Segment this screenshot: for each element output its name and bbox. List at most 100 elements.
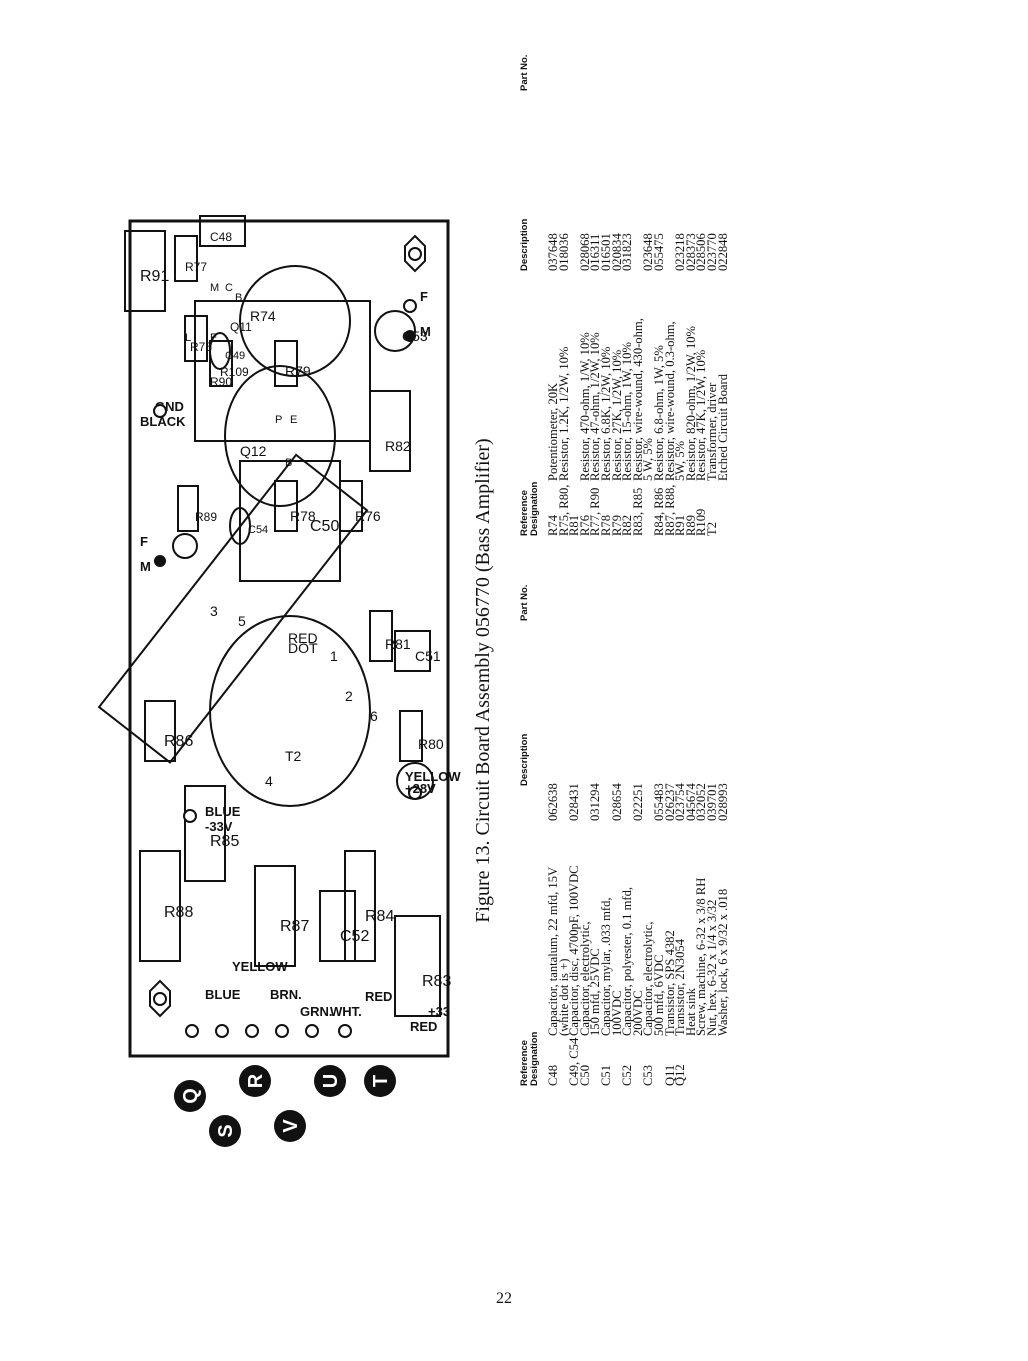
- part-cell: 031294: [588, 783, 603, 821]
- desc-cell: Washer, lock, 6 x 9/32 x .018: [715, 888, 730, 1036]
- page-number: 22: [496, 1290, 512, 1307]
- part-cell: 028431: [567, 783, 582, 821]
- label-r82: R82: [385, 438, 411, 454]
- r79-body: [274, 340, 298, 387]
- header-ref: Reference Designation: [519, 481, 540, 536]
- label-c48: C48: [210, 230, 232, 244]
- label-r85: R85: [210, 833, 239, 850]
- r74-body: [239, 265, 351, 377]
- label-c54: C54: [248, 524, 268, 536]
- label-r86: R86: [164, 733, 193, 750]
- part-cell: 022251: [630, 783, 645, 821]
- r76-body: [339, 480, 363, 532]
- r89-body: [177, 485, 199, 532]
- wire-label-red-2: RED: [410, 1019, 437, 1034]
- wire-label-plus28v: +28V: [405, 781, 436, 796]
- header-desc: Description: [519, 733, 530, 786]
- ref-cell: C52: [620, 1065, 635, 1086]
- r86-body: [144, 700, 176, 762]
- ref-cell: R83, R85: [630, 487, 645, 536]
- tab-v: V: [280, 1119, 302, 1133]
- label-c51: C51: [415, 648, 441, 664]
- tab-r: R: [245, 1073, 267, 1088]
- ref-cell: T2: [704, 522, 719, 536]
- header-desc: Description: [519, 218, 530, 271]
- t2-mark-1: 1: [330, 648, 338, 664]
- c49-body: [209, 332, 231, 370]
- board-outline: [128, 219, 450, 1058]
- part-cell: 031823: [620, 233, 635, 271]
- r85-body: [184, 785, 226, 882]
- part-cell: 028993: [715, 783, 730, 821]
- label-c52: C52: [340, 928, 369, 945]
- wire-label-black: BLACK: [140, 414, 186, 429]
- q11-mark-m: M: [210, 282, 219, 294]
- ref-cell: C48: [546, 1065, 560, 1086]
- t2-mark-3: 3: [210, 603, 218, 619]
- r83-body: [394, 915, 441, 1017]
- q12-mark-b: B: [285, 457, 292, 469]
- r80-body: [399, 710, 423, 762]
- label-c50: C50: [310, 518, 339, 535]
- label-r80: R80: [418, 736, 444, 752]
- c53-body: [374, 310, 416, 352]
- r77-body: [174, 235, 198, 282]
- label-r91: R91: [140, 268, 169, 285]
- header-ref: Reference Designation: [519, 1031, 540, 1086]
- q11-mark-c: C: [225, 282, 233, 294]
- wire-label-wht: WHT.: [330, 1004, 362, 1019]
- label-c49: C49: [225, 350, 245, 362]
- label-q11: Q11: [230, 320, 252, 334]
- q11-mark-e: E: [210, 332, 217, 344]
- wire-label-m: M: [140, 559, 151, 574]
- label-r81: R81: [385, 636, 411, 652]
- t2-mark-red: RED: [288, 630, 318, 646]
- t2-mark-4: 4: [265, 773, 273, 789]
- wire-label-blue: BLUE: [205, 987, 241, 1002]
- wire-label-f-2: F: [420, 289, 428, 304]
- wire-label-grn: GRN.: [300, 1004, 333, 1019]
- q12-heatsink: [194, 300, 371, 442]
- wire-label-m-2: M: [420, 324, 431, 339]
- r88-body: [139, 850, 181, 962]
- label-r74: R74: [250, 308, 276, 324]
- r109-body: [209, 340, 233, 387]
- mounting-hex-left: [149, 979, 171, 1018]
- part-cell: 062638: [546, 783, 560, 821]
- tab-q: Q: [180, 1088, 202, 1104]
- label-r109: R109: [220, 365, 249, 379]
- r87-body: [254, 865, 296, 967]
- wire-label-minus33v: -33V: [205, 819, 233, 834]
- circuit-board-diagram: Q R S V U T BLUE YELLOW BRN. GRN. WHT. R…: [97, 215, 461, 1147]
- part-cell: 018036: [556, 233, 571, 271]
- c48-body: [199, 215, 246, 247]
- r81-body: [369, 610, 393, 662]
- label-r87: R87: [280, 918, 309, 935]
- label-r76: R76: [355, 508, 381, 524]
- r91-body: [124, 230, 166, 312]
- ref-cell: Q12: [673, 1064, 688, 1086]
- lettered-tabs: Q R S V U T: [174, 1065, 396, 1147]
- header-part: Part No.: [519, 54, 530, 91]
- q11-mark-b: B: [235, 292, 242, 304]
- t2-transformer: [97, 453, 434, 807]
- label-r83: R83: [422, 973, 451, 990]
- label-r79: R79: [285, 363, 311, 379]
- label-r75: R75: [190, 340, 212, 354]
- r84-body: [344, 850, 376, 962]
- label-r88: R88: [164, 904, 193, 921]
- desc-cell: Etched Circuit Board: [715, 373, 730, 481]
- part-cell: 028654: [609, 783, 624, 821]
- t2-mark-5: 5: [238, 613, 246, 629]
- ref-cell: C51: [598, 1065, 613, 1086]
- r82-body: [369, 390, 411, 472]
- part-cell: 055475: [651, 233, 666, 271]
- q12-body: [224, 365, 336, 507]
- q12-mark-e: E: [290, 414, 297, 426]
- wire-label-blue-2: BLUE: [205, 804, 241, 819]
- t2-mark-2: 2: [345, 688, 353, 704]
- wire-label-yellow-2: YELLOW: [405, 769, 461, 784]
- ref-cell: C53: [641, 1065, 656, 1086]
- mounting-hex-right: [404, 234, 426, 273]
